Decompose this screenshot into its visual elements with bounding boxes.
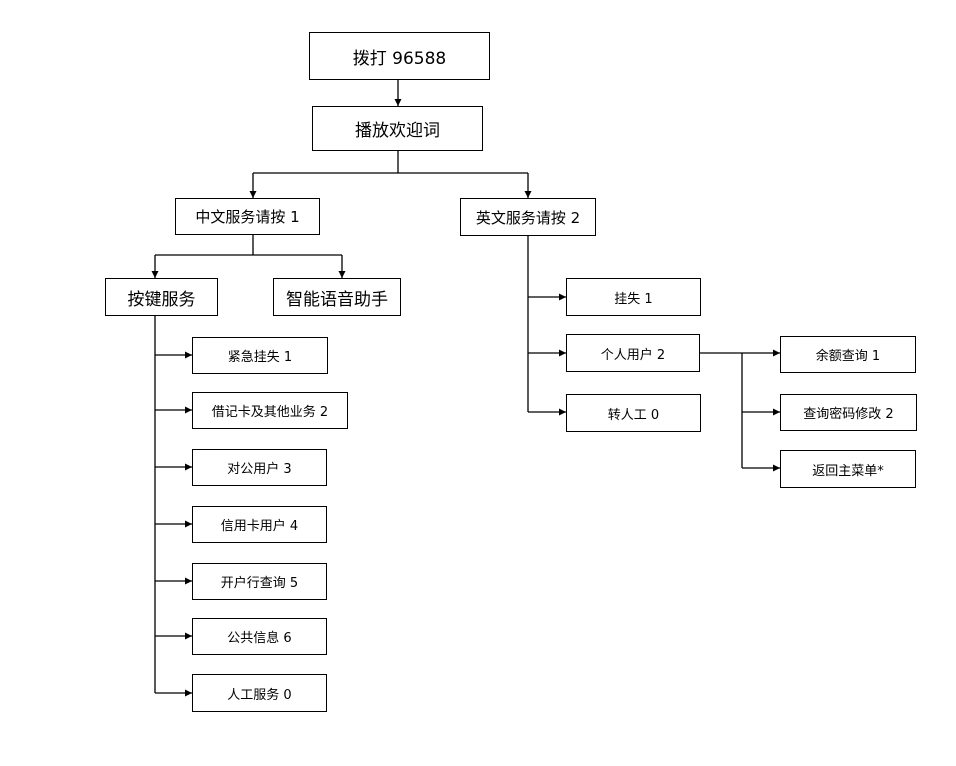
edge-chinese-split <box>155 235 342 256</box>
node-welcome: 播放欢迎词 <box>312 106 483 151</box>
node-en-lost: 挂失 1 <box>566 278 701 316</box>
node-english-service: 英文服务请按 2 <box>460 198 596 236</box>
node-en-password-change: 查询密码修改 2 <box>780 394 917 431</box>
node-voice-assistant: 智能语音助手 <box>273 278 401 316</box>
node-keypad-service: 按键服务 <box>105 278 218 316</box>
node-cn-debit-card: 借记卡及其他业务 2 <box>192 392 348 429</box>
node-cn-corporate: 对公用户 3 <box>192 449 327 486</box>
node-dial: 拨打 96588 <box>309 32 490 80</box>
edge-welcome-split <box>253 151 528 174</box>
node-en-human-agent: 转人工 0 <box>566 394 701 432</box>
node-cn-emergency-lost: 紧急挂失 1 <box>192 337 328 374</box>
node-en-personal: 个人用户 2 <box>566 334 700 372</box>
node-cn-credit-card: 信用卡用户 4 <box>192 506 327 543</box>
node-cn-branch-query: 开户行查询 5 <box>192 563 327 600</box>
node-en-balance-query: 余额查询 1 <box>780 336 916 373</box>
node-en-back-main: 返回主菜单* <box>780 450 916 488</box>
node-chinese-service: 中文服务请按 1 <box>175 198 320 235</box>
node-cn-human-agent: 人工服务 0 <box>192 674 327 712</box>
node-cn-public-info: 公共信息 6 <box>192 618 327 655</box>
